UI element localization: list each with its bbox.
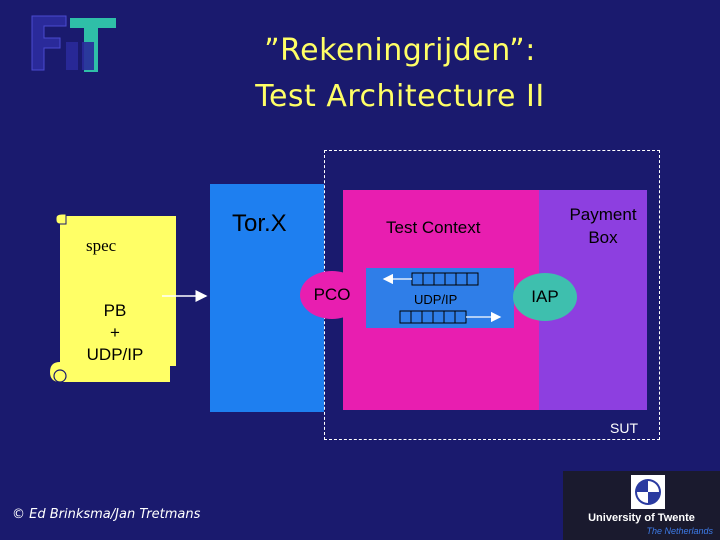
copyright-notice: © Ed Brinksma/Jan Tretmans [12, 507, 201, 522]
pb-udp-ip-label: PB + UDP/IP [86, 301, 144, 364]
university-country: The Netherlands [646, 526, 713, 536]
university-name: University of Twente [588, 512, 695, 524]
university-logo [563, 471, 720, 540]
iap-label: IAP [531, 287, 559, 306]
pco-label: PCO [313, 285, 351, 304]
slide-title: ”Rekeningrijden”: Test Architecture II [255, 33, 545, 114]
udp-ip-label: UDP/IP [414, 292, 458, 307]
test-context-label: Test Context [386, 218, 481, 237]
spec-label: spec [86, 236, 117, 255]
spec-scroll [50, 213, 176, 383]
pco-node [300, 271, 364, 319]
payment-box-label: Payment Box [569, 205, 637, 247]
fmt-logo [31, 15, 116, 72]
iap-node [513, 273, 577, 321]
torx-label: Tor.X [232, 210, 287, 237]
university-emblem-icon [631, 475, 665, 509]
sut-label: SUT [610, 420, 638, 436]
outgoing-queue [382, 272, 479, 286]
incoming-queue [399, 310, 502, 324]
